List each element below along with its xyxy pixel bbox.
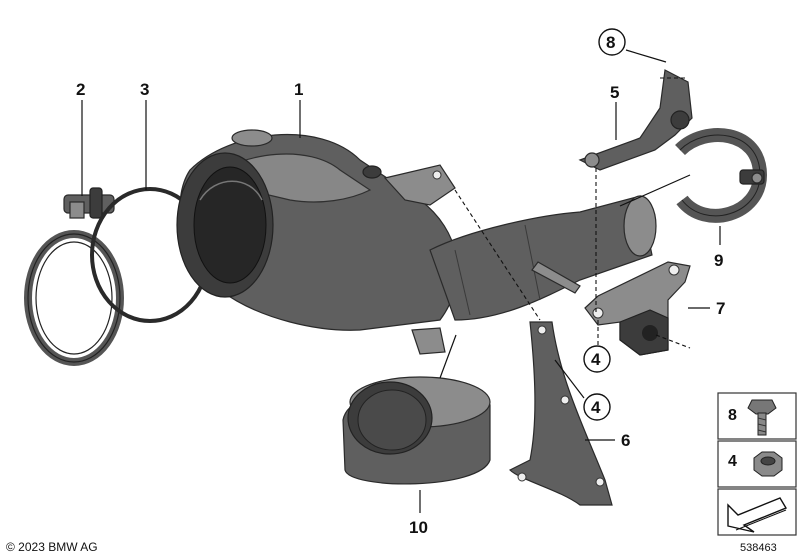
svg-text:4: 4	[591, 398, 601, 417]
copyright-text: © 2023 BMW AG	[6, 540, 98, 554]
callout-8-circled: 8	[598, 28, 626, 56]
leader-lines	[81, 49, 721, 513]
callout-2: 2	[76, 80, 85, 99]
image-number: 538463	[740, 542, 777, 554]
bracket-6	[508, 321, 613, 506]
bracket-5	[578, 69, 693, 171]
legend-number-8: 8	[728, 407, 737, 424]
arrow-icon	[727, 497, 788, 533]
callout-6: 6	[621, 431, 630, 450]
callout-5: 5	[610, 83, 619, 102]
catalytic-converter	[176, 129, 657, 355]
callout-4b-circled: 4	[583, 393, 611, 421]
small-parts-legend: 8 4	[717, 392, 797, 536]
callout-7: 7	[716, 299, 725, 318]
pipe-clamp-9	[675, 128, 768, 223]
callout-3: 3	[140, 80, 149, 99]
callout-9: 9	[714, 251, 723, 270]
v-band-clamp	[24, 187, 124, 366]
callout-4a-circled: 4	[583, 345, 611, 373]
callout-10: 10	[409, 518, 428, 537]
sleeve-part	[342, 376, 491, 485]
bolt-icon	[747, 399, 777, 436]
callouts: 1 2 3 5 7 9 6 10 8 4 4	[76, 28, 725, 537]
svg-text:8: 8	[606, 33, 615, 52]
rubber-mount-7	[584, 261, 691, 356]
legend-number-4: 4	[728, 453, 737, 470]
callout-1: 1	[294, 80, 303, 99]
nut-icon	[753, 451, 783, 477]
svg-text:4: 4	[591, 350, 601, 369]
